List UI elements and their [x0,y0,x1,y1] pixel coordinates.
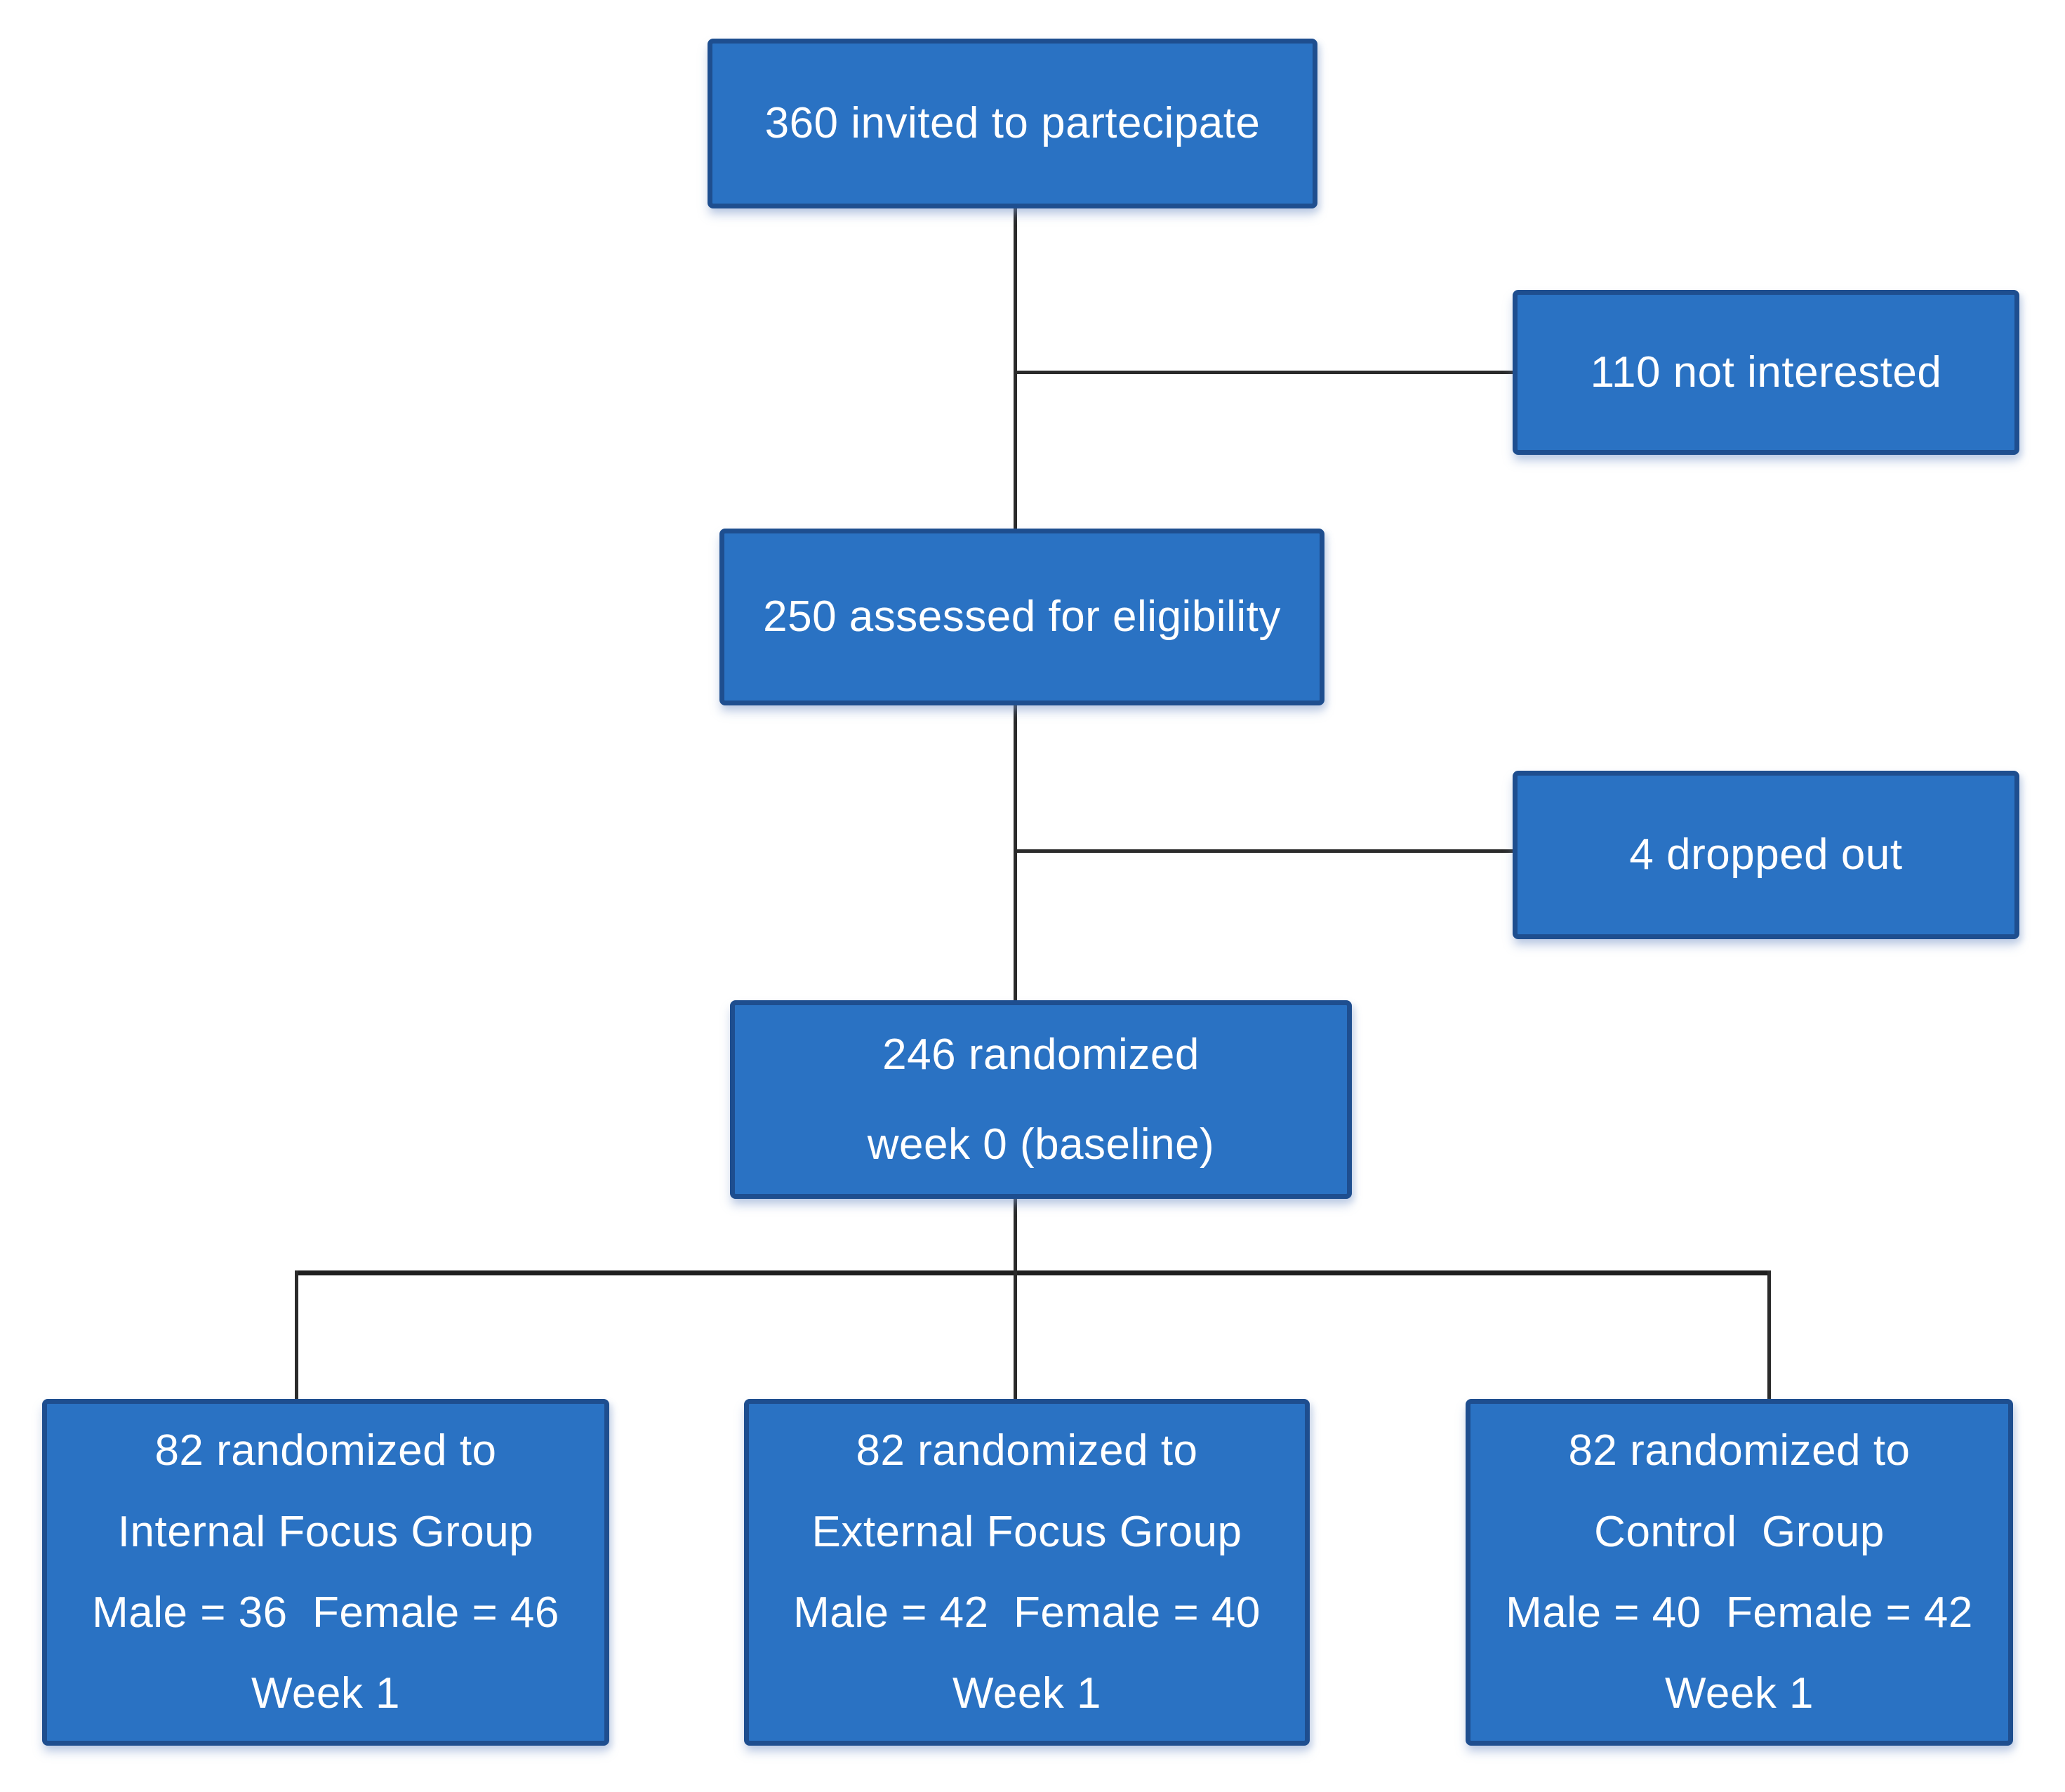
node-control-line2: Control Group [1594,1507,1885,1556]
connector-drop-internal-group [295,1270,298,1399]
connector-drop-control-group [1767,1270,1771,1399]
node-not-interested: 110 not interested [1513,290,2019,455]
node-internal-line1: 82 randomized to [154,1426,497,1475]
node-dropped-out-text: 4 dropped out [1629,830,1903,880]
node-external-line2: External Focus Group [811,1507,1242,1556]
connector-branch-not-interested [1016,371,1513,374]
node-control-line4: Week 1 [1664,1669,1814,1718]
node-invited: 360 invited to partecipate [708,39,1317,208]
node-control-group: 82 randomized to Control Group Male = 40… [1466,1399,2013,1746]
connector-split-horizontal [295,1270,1771,1275]
node-internal-line4: Week 1 [251,1669,401,1718]
connector-branch-dropped-out [1016,849,1513,853]
node-randomized: 246 randomized week 0 (baseline) [730,1000,1352,1199]
node-external-focus-group: 82 randomized to External Focus Group Ma… [744,1399,1310,1746]
node-external-line3: Male = 42 Female = 40 [793,1588,1261,1637]
node-randomized-line1: 246 randomized [882,1030,1200,1080]
connector-drop-external-group [1014,1270,1017,1399]
node-control-line3: Male = 40 Female = 42 [1506,1588,1973,1637]
node-dropped-out: 4 dropped out [1513,771,2019,939]
node-randomized-line2: week 0 (baseline) [867,1120,1215,1169]
node-not-interested-text: 110 not interested [1590,347,1942,397]
node-internal-line3: Male = 36 Female = 46 [92,1588,559,1637]
node-invited-text: 360 invited to partecipate [764,99,1261,148]
node-external-line1: 82 randomized to [856,1426,1198,1475]
node-external-line4: Week 1 [952,1669,1102,1718]
node-assessed-text: 250 assessed for eligibility [763,592,1281,642]
connector-invited-to-assessed [1014,208,1017,529]
node-internal-focus-group: 82 randomized to Internal Focus Group Ma… [42,1399,609,1746]
connector-randomized-to-split [1014,1199,1017,1274]
node-control-line1: 82 randomized to [1568,1426,1911,1475]
node-internal-line2: Internal Focus Group [117,1507,534,1556]
connector-assessed-to-randomized [1014,705,1017,1000]
node-assessed: 250 assessed for eligibility [719,529,1324,705]
